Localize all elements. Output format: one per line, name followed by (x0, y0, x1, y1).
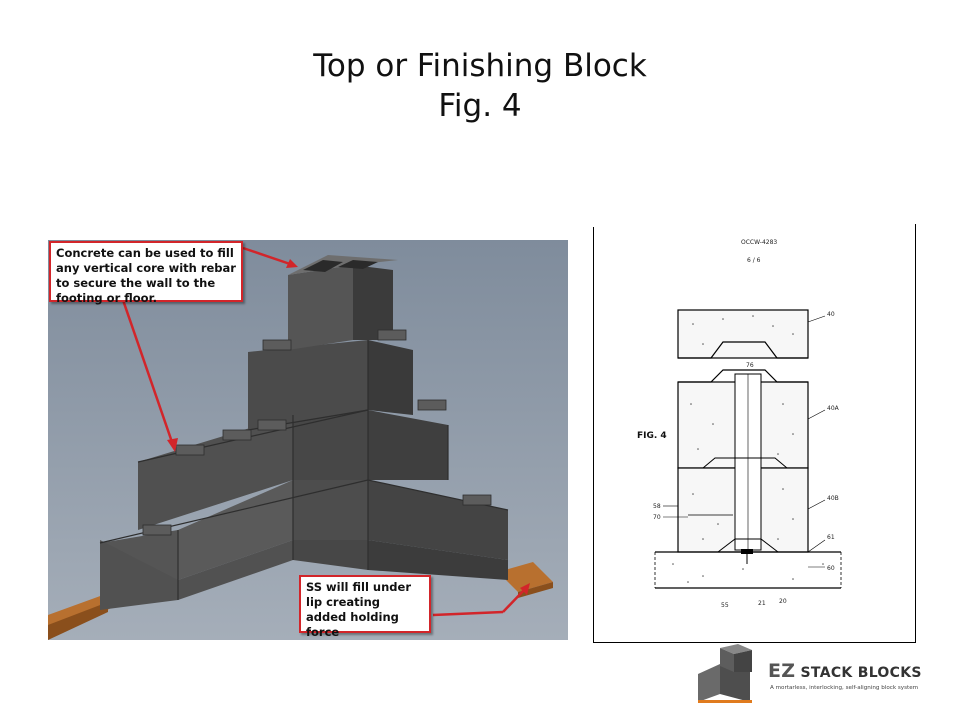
logo-tagline: A mortarless, interlocking, self-alignin… (770, 685, 919, 691)
ref-76: 76 (746, 362, 754, 369)
ref-60: 60 (827, 565, 835, 572)
ref-40: 40 (827, 311, 835, 318)
logo-wordmark: EZ STACK BLOCKS (768, 660, 922, 682)
ref-58: 58 (653, 503, 661, 510)
patent-sheet-number: 6 / 6 (747, 257, 761, 264)
ref-55: 55 (721, 602, 729, 609)
ez-stack-blocks-logo: EZ STACK BLOCKS A mortarless, interlocki… (690, 644, 922, 714)
wall-render-illustration (48, 240, 568, 640)
ref-40b: 40B (827, 495, 839, 502)
callout-lip-fill: SS will fill under lip creating added ho… (299, 575, 431, 639)
ref-70: 70 (653, 514, 661, 521)
callout-core-fill: Concrete can be used to fill any vertica… (49, 241, 243, 305)
logo-ez: EZ (768, 660, 796, 682)
ref-20: 20 (779, 598, 787, 605)
title-line-2: Fig. 4 (438, 88, 522, 124)
ref-40a: 40A (827, 405, 840, 412)
ref-61: 61 (827, 534, 835, 541)
slide-title: Top or Finishing Block Fig. 4 (0, 46, 960, 126)
footing-strip-right (498, 562, 553, 592)
ref-21: 21 (758, 600, 766, 607)
title-line-1: Top or Finishing Block (313, 48, 647, 84)
logo-stack-blocks: STACK BLOCKS (800, 665, 922, 681)
top-block-40 (677, 309, 809, 359)
patent-doc-id: OCCW-4283 (741, 239, 777, 246)
figure-label: FIG. 4 (637, 431, 667, 441)
block-stack-logo-icon (698, 644, 752, 703)
patent-figure-illustration: OCCW-4283 6 / 6 (593, 224, 916, 643)
patent-drawing: OCCW-4283 6 / 6 (593, 224, 916, 643)
wall-render-image (48, 240, 568, 640)
